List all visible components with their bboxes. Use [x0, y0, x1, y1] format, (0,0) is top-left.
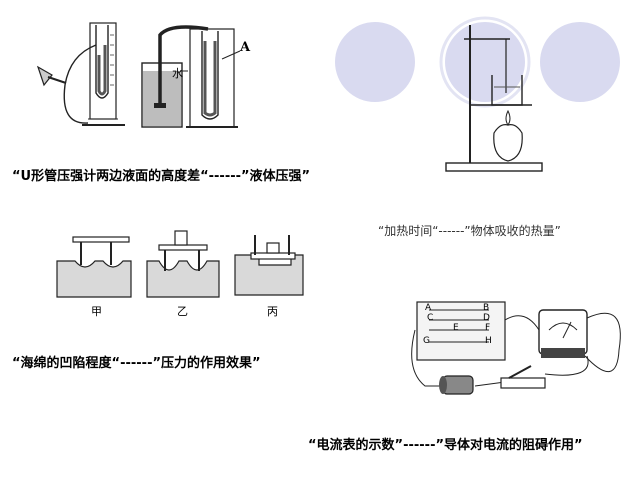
caption-pressure-gauge: “U形管压强计两边液面的高度差“------”液体压强”	[12, 169, 311, 184]
board-label-f: F	[485, 323, 490, 333]
decorative-circles	[335, 16, 620, 108]
decorative-circle-2-ring	[439, 16, 531, 108]
board-label-b: B	[483, 303, 489, 313]
board-label-c: C	[427, 313, 433, 323]
board-label-g: G	[423, 336, 430, 346]
circuit-diagram: A B C D E F G H	[411, 301, 621, 395]
board-label-a: A	[425, 303, 432, 313]
caption-sponge: “海绵的凹陷程度“------”压力的作用效果”	[12, 356, 261, 371]
caption-ammeter: “电流表的示数”------”导体对电流的阻碍作用”	[308, 438, 583, 453]
decorative-circle-3	[540, 22, 620, 102]
board-label-e: E	[453, 323, 459, 333]
sponge-1-label: 甲	[91, 305, 102, 318]
board-label-h: H	[485, 336, 492, 346]
decorative-circle-1	[335, 22, 415, 102]
sponge-2-label: 乙	[177, 305, 188, 318]
pressure-gauge-diagram: 水 A	[36, 22, 251, 128]
caption-heating: “加热时间“------”物体吸收的热量”	[378, 224, 561, 238]
heating-diagram	[445, 25, 543, 172]
sponge-3-label: 丙	[267, 305, 278, 318]
point-a-label: A	[239, 40, 251, 55]
water-label: 水	[172, 67, 183, 80]
sponge-diagram: 甲 乙 丙	[56, 230, 304, 318]
board-label-d: D	[483, 313, 490, 323]
decorative-circle-2	[445, 22, 525, 102]
